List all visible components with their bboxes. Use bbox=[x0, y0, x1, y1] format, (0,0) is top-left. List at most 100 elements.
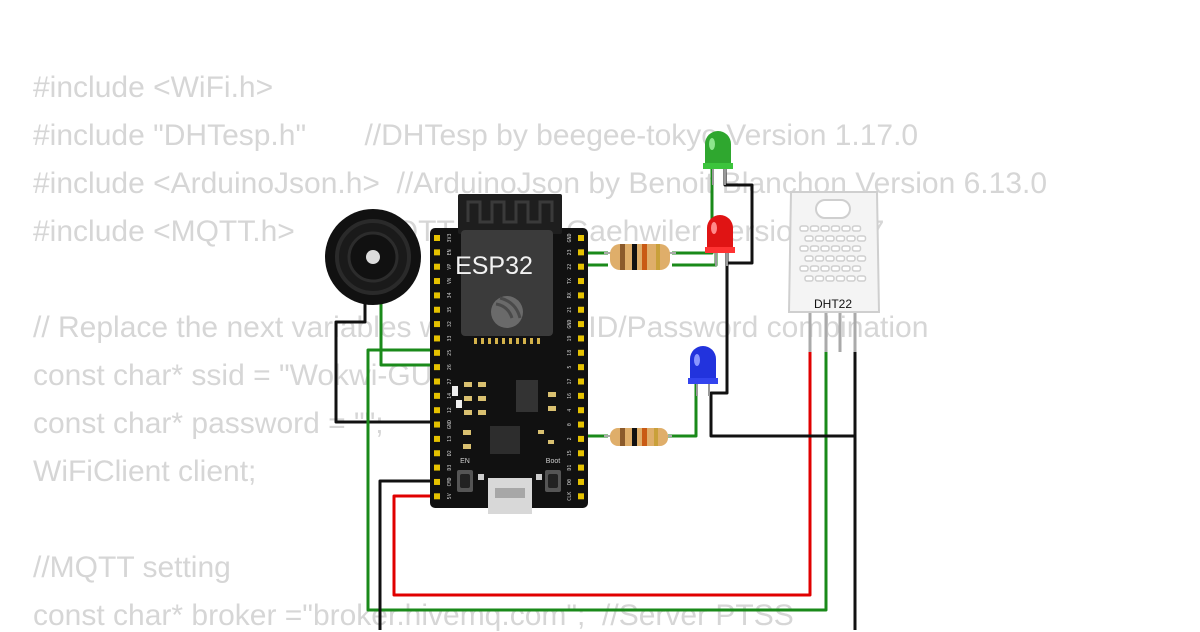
led-red[interactable] bbox=[705, 215, 735, 266]
right-pin-label: CLK bbox=[567, 492, 573, 501]
right-pin-0[interactable] bbox=[578, 421, 584, 428]
left-pin-d2[interactable] bbox=[434, 450, 440, 457]
esp32-board[interactable]: ESP32 EN Boot bbox=[430, 194, 588, 514]
boot-button-label: Boot bbox=[546, 458, 560, 465]
wire-sensor-data[interactable] bbox=[366, 340, 828, 612]
grille-slot bbox=[814, 235, 825, 242]
grille-slot bbox=[851, 265, 862, 272]
right-pin-2[interactable] bbox=[578, 435, 584, 442]
right-pin-label: 0 bbox=[567, 423, 573, 426]
left-pin-vp[interactable] bbox=[434, 263, 440, 270]
wires bbox=[334, 168, 857, 630]
right-pin-tx[interactable] bbox=[578, 278, 584, 285]
grille-slot bbox=[825, 235, 835, 242]
left-pin-vn[interactable] bbox=[434, 278, 440, 285]
wire-ground-long[interactable] bbox=[378, 479, 438, 630]
piezo-buzzer[interactable] bbox=[325, 209, 421, 305]
left-pin-13[interactable] bbox=[434, 435, 440, 442]
right-pin-label: 15 bbox=[567, 450, 573, 456]
grille-slot bbox=[825, 255, 835, 262]
right-pin-clk[interactable] bbox=[578, 493, 584, 500]
grille-slot bbox=[830, 245, 841, 252]
code-line: const char* broker ="broker.hivemq.com";… bbox=[33, 599, 794, 632]
right-pin-label: 18 bbox=[567, 350, 573, 356]
right-pin-18[interactable] bbox=[578, 349, 584, 356]
code-line: #include <WiFi.h> bbox=[33, 71, 274, 104]
right-pin-rx[interactable] bbox=[578, 292, 584, 299]
right-pin-23[interactable] bbox=[578, 249, 584, 256]
left-pin-25[interactable] bbox=[434, 349, 440, 356]
wire-led-ground-2[interactable] bbox=[709, 263, 855, 438]
sensor-mount-hole bbox=[815, 199, 851, 219]
resistor-green-led[interactable] bbox=[604, 244, 676, 270]
wire-sensor-vcc[interactable] bbox=[392, 340, 812, 597]
board-antenna bbox=[458, 194, 562, 234]
grille-slot bbox=[856, 235, 867, 242]
en-button[interactable] bbox=[457, 470, 473, 492]
grille-slot bbox=[846, 255, 856, 262]
left-pin-5v[interactable] bbox=[434, 493, 440, 500]
right-pin-17[interactable] bbox=[578, 378, 584, 385]
left-pin-en[interactable] bbox=[434, 249, 440, 256]
wire-green-resistor-out[interactable] bbox=[672, 168, 714, 255]
espressif-logo-icon bbox=[491, 296, 523, 328]
left-pin-label: 3V3 bbox=[447, 233, 453, 242]
usb-port[interactable] bbox=[478, 474, 542, 514]
grille-slot bbox=[804, 235, 814, 242]
code-line: #include "DHTesp.h" //DHTesp by beegee-t… bbox=[33, 119, 919, 152]
grille-slot bbox=[835, 235, 846, 242]
grille-slot bbox=[814, 255, 825, 262]
right-pin-label: 5 bbox=[567, 366, 573, 369]
right-pin-4[interactable] bbox=[578, 407, 584, 414]
left-pin-label: 25 bbox=[447, 350, 453, 356]
wire-blue-resistor-out[interactable] bbox=[668, 383, 698, 438]
right-pin-22[interactable] bbox=[578, 263, 584, 270]
board-title: ESP32 bbox=[455, 252, 533, 280]
grille-slot bbox=[799, 265, 809, 272]
left-pin-header[interactable]: 3V3ENVPVN343532332526271412GND13D2D3CMD5… bbox=[434, 233, 453, 499]
grille-slot bbox=[835, 255, 846, 262]
right-pin-16[interactable] bbox=[578, 392, 584, 399]
left-pin-35[interactable] bbox=[434, 306, 440, 313]
grille-slot bbox=[804, 275, 814, 282]
left-pin-cmd[interactable] bbox=[434, 478, 440, 485]
right-pin-label: TX bbox=[567, 278, 573, 284]
wire-buzzer-signal[interactable] bbox=[379, 295, 438, 367]
left-pin-label: 26 bbox=[447, 364, 453, 370]
right-pin-d1[interactable] bbox=[578, 464, 584, 471]
left-pin-label: 32 bbox=[447, 321, 453, 327]
left-pin-27[interactable] bbox=[434, 378, 440, 385]
right-pin-21[interactable] bbox=[578, 306, 584, 313]
left-pin-label: 33 bbox=[447, 335, 453, 341]
right-pin-15[interactable] bbox=[578, 450, 584, 457]
right-pin-d0[interactable] bbox=[578, 478, 584, 485]
left-pin-33[interactable] bbox=[434, 335, 440, 342]
left-pin-d3[interactable] bbox=[434, 464, 440, 471]
boot-button[interactable] bbox=[545, 470, 561, 492]
wire-buzzer-ground[interactable] bbox=[334, 293, 438, 424]
resistor-blue-led[interactable] bbox=[604, 428, 672, 446]
right-pin-label: 23 bbox=[567, 249, 573, 255]
left-pin-12[interactable] bbox=[434, 407, 440, 414]
left-pin-3v3[interactable] bbox=[434, 235, 440, 241]
grille-slot bbox=[846, 235, 856, 242]
right-pin-label: GND bbox=[567, 320, 573, 329]
led-blue[interactable] bbox=[688, 346, 718, 396]
sensor-grille bbox=[799, 225, 867, 282]
left-pin-32[interactable] bbox=[434, 321, 440, 328]
right-pin-gnd[interactable] bbox=[578, 321, 584, 328]
module-shield bbox=[461, 230, 553, 336]
smd-components bbox=[452, 382, 556, 449]
left-pin-label: 27 bbox=[447, 378, 453, 384]
left-pin-34[interactable] bbox=[434, 292, 440, 299]
right-pin-5[interactable] bbox=[578, 364, 584, 371]
right-pin-19[interactable] bbox=[578, 335, 584, 342]
left-pin-14[interactable] bbox=[434, 392, 440, 399]
dht22-sensor[interactable]: DHT22 bbox=[787, 191, 881, 352]
right-pin-gnd[interactable] bbox=[578, 235, 584, 241]
left-pin-gnd[interactable] bbox=[434, 421, 440, 428]
left-pin-label: 5V bbox=[447, 493, 453, 499]
left-pin-26[interactable] bbox=[434, 364, 440, 371]
led-green[interactable] bbox=[703, 131, 733, 185]
